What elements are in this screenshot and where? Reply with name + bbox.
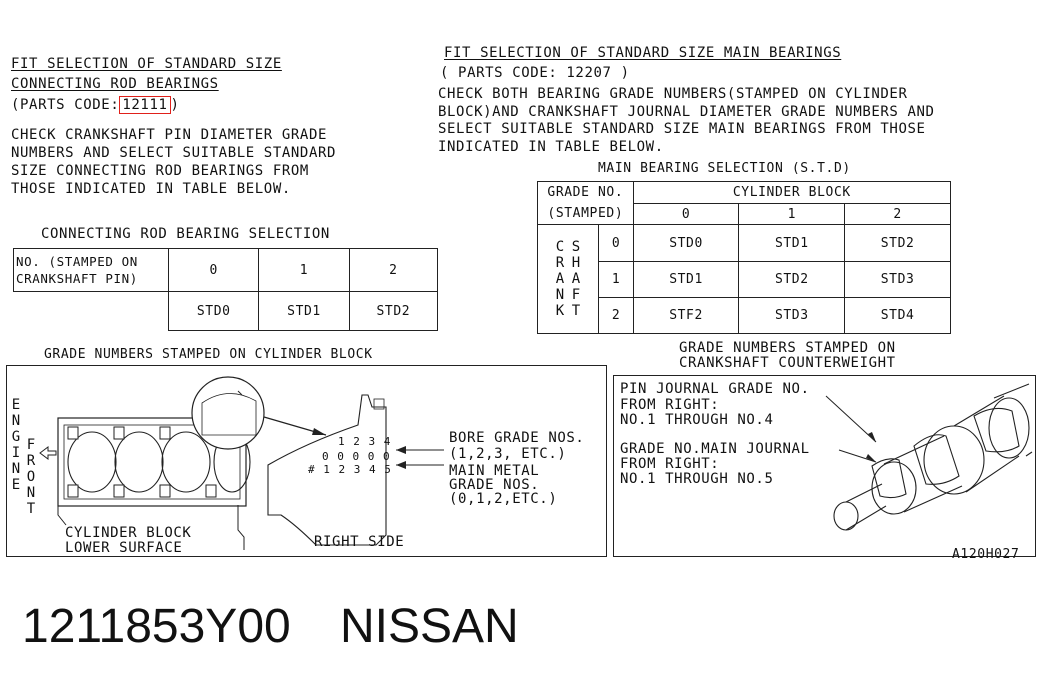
- main-metal-range: (0,1,2,ETC.): [449, 491, 558, 507]
- right-desc-line: SELECT SUITABLE STANDARD SIZE MAIN BEARI…: [438, 121, 926, 137]
- engine-label: ENGINE: [11, 397, 21, 493]
- bore-stamp-row: 1 2 3 4: [338, 435, 392, 448]
- main-bearing-cell: STD3: [738, 297, 846, 334]
- crankshaft-drawing: [825, 383, 1033, 531]
- pin-journal-range: NO.1 THROUGH NO.4: [620, 412, 774, 428]
- right-desc-line: INDICATED IN TABLE BELOW.: [438, 139, 664, 155]
- right-desc-line: CHECK BOTH BEARING GRADE NUMBERS(STAMPED…: [438, 86, 908, 102]
- bore-grade-label: BORE GRADE NOS.: [449, 430, 585, 446]
- bore-grade-range: (1,2,3, ETC.): [449, 446, 567, 462]
- front-label: FRONT: [26, 437, 36, 517]
- pin-journal-label: PIN JOURNAL GRADE NO.: [620, 381, 810, 397]
- conrod-bearing-cell: STD0: [168, 291, 260, 331]
- crank-label: CRANK: [555, 239, 565, 319]
- cb-grade-cell: 1: [738, 203, 846, 225]
- left-title-line2: CONNECTING ROD BEARINGS: [11, 76, 219, 92]
- shaft-label: SHAFT: [571, 239, 581, 319]
- right-title: FIT SELECTION OF STANDARD SIZE MAIN BEAR…: [444, 45, 842, 61]
- main-stamp-row: # 1 2 3 4 5: [308, 463, 392, 476]
- cylinder-block-drawing: [39, 376, 444, 550]
- brand-name: NISSAN: [340, 600, 519, 653]
- left-desc-line: NUMBERS AND SELECT SUITABLE STANDARD: [11, 145, 337, 161]
- crank-grade-cell: 2: [598, 297, 634, 334]
- crankshaft-diagram-frame: [613, 375, 1036, 557]
- left-title-line1: FIT SELECTION OF STANDARD SIZE: [11, 56, 282, 72]
- conrod-bearing-cell: STD1: [258, 291, 350, 331]
- main-bearing-cell: STD4: [844, 297, 951, 334]
- left-desc-line: SIZE CONNECTING ROD BEARINGS FROM: [11, 163, 309, 179]
- right-parts-code: ( PARTS CODE: 12207 ): [440, 65, 630, 81]
- conrod-grade-cell: 2: [348, 248, 439, 292]
- cylinder-block-header: CYLINDER BLOCK: [632, 181, 952, 204]
- counterweight-caption: CRANKSHAFT COUNTERWEIGHT: [679, 355, 896, 371]
- crank-grade-cell: 1: [598, 261, 634, 298]
- lower-surface-label: LOWER SURFACE: [65, 540, 183, 556]
- grade-no-cell: GRADE NO.: [537, 181, 634, 204]
- main-metal-label: MAIN METAL: [449, 463, 540, 479]
- main-journal-range: NO.1 THROUGH NO.5: [620, 471, 774, 487]
- main-bearing-cell: STD1: [632, 261, 740, 298]
- counterweight-caption: GRADE NUMBERS STAMPED ON: [679, 340, 896, 356]
- figure-code: A120H027: [952, 547, 1020, 562]
- right-side-label: RIGHT SIDE: [314, 534, 405, 550]
- left-desc-line: CHECK CRANKSHAFT PIN DIAMETER GRADE: [11, 127, 328, 143]
- stamped-cell: (STAMPED): [537, 203, 634, 225]
- highlighted-parts-code: 12111: [119, 96, 171, 114]
- main-bearing-cell: STF2: [632, 297, 740, 334]
- conrod-bearing-cell: STD2: [348, 291, 439, 331]
- main-bearing-cell: STD2: [738, 261, 846, 298]
- main-metal-grade: GRADE NOS.: [449, 477, 540, 493]
- conrod-grade-cell: 0: [168, 248, 260, 292]
- main-journal-label: GRADE NO.MAIN JOURNAL: [620, 441, 810, 457]
- part-number: 1211853Y00: [22, 600, 291, 653]
- main-table-title: MAIN BEARING SELECTION (S.T.D): [598, 161, 851, 176]
- lower-surface-label: CYLINDER BLOCK: [65, 525, 192, 541]
- cylinder-block-caption: GRADE NUMBERS STAMPED ON CYLINDER BLOCK: [44, 347, 373, 362]
- conrod-header-cell: NO. (STAMPED ON CRANKSHAFT PIN): [12, 248, 170, 292]
- right-desc-line: BLOCK)AND CRANKSHAFT JOURNAL DIAMETER GR…: [438, 104, 935, 120]
- conrod-table-title: CONNECTING ROD BEARING SELECTION: [41, 226, 330, 242]
- bore-stamp-row: 0 0 0 0 0: [322, 450, 391, 463]
- main-bearing-cell: STD1: [738, 224, 846, 262]
- crank-grade-cell: 0: [598, 224, 634, 262]
- main-bearing-table: GRADE NO. CYLINDER BLOCK (STAMPED) 0 1 2…: [536, 181, 952, 334]
- cb-grade-cell: 2: [844, 203, 951, 225]
- left-parts-code: (PARTS CODE:12111): [11, 96, 180, 114]
- main-bearing-cell: STD3: [844, 261, 951, 298]
- conrod-grade-cell: 1: [258, 248, 350, 292]
- main-journal-from: FROM RIGHT:: [620, 456, 720, 472]
- empty-cell: [13, 291, 170, 331]
- crankshaft-label-cell: CRANK SHAFT: [536, 224, 600, 334]
- main-bearing-cell: STD0: [632, 224, 740, 262]
- main-bearing-cell: STD2: [844, 224, 951, 262]
- pin-journal-from: FROM RIGHT:: [620, 397, 720, 413]
- conrod-bearing-table: NO. (STAMPED ON CRANKSHAFT PIN) 0 1 2 ST…: [12, 248, 439, 331]
- cylinder-block-diagram-frame: [6, 365, 607, 557]
- cb-grade-cell: 0: [632, 203, 740, 225]
- left-desc-line: THOSE INDICATED IN TABLE BELOW.: [11, 181, 291, 197]
